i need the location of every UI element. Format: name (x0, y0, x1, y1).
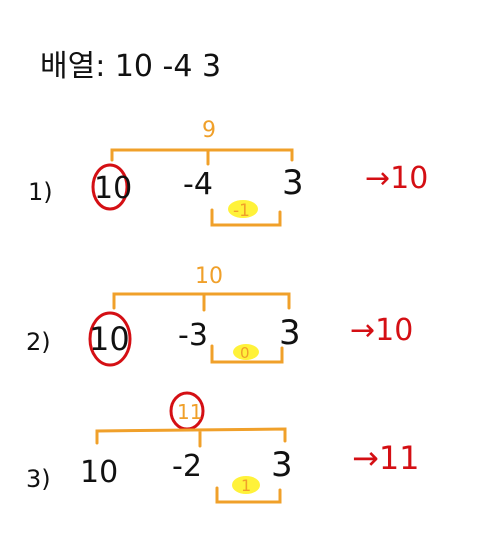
case-2-top-sum: 10 (195, 264, 223, 289)
case-1-value-2: -4 (183, 167, 213, 202)
case-3: 11 3) 10 -2 3 1 →11 (26, 391, 420, 504)
case-2: 10 2) 10 -3 3 0 →10 (26, 264, 413, 367)
case-2-value-3: 3 (279, 313, 301, 353)
case-2-value-2: -3 (178, 318, 208, 353)
case-3-bottom-sum: 1 (241, 476, 251, 495)
case-1-max-circle (91, 163, 129, 211)
case-1-label: 1) (28, 178, 53, 206)
case-2-bottom-highlight (233, 344, 259, 360)
case-3-bottom-highlight (232, 476, 260, 494)
case-1-result: →10 (365, 161, 428, 196)
case-3-bottom-bracket (215, 486, 282, 504)
case-2-max-circle (88, 311, 132, 367)
case-3-label: 3) (26, 465, 51, 493)
case-1-bottom-highlight (228, 200, 258, 218)
case-1: 9 1) 10 -4 3 -1 →10 (28, 118, 428, 227)
case-1-bottom-sum: -1 (233, 201, 250, 221)
case-3-value-3: 3 (271, 445, 293, 485)
case-3-result: →11 (352, 439, 420, 477)
case-3-top-bracket (95, 427, 287, 448)
case-2-bottom-sum: 0 (240, 344, 250, 362)
case-2-bottom-bracket (210, 344, 284, 364)
case-2-value-1: 10 (89, 320, 130, 358)
case-2-top-bracket (112, 292, 291, 312)
case-3-top-sum: 11 (177, 400, 202, 424)
case-1-top-sum: 9 (202, 118, 216, 143)
case-1-bottom-bracket (210, 208, 282, 227)
array-title: 배열: 10 -4 3 (40, 49, 221, 84)
case-1-top-bracket (110, 148, 294, 166)
case-1-value-1: 10 (94, 171, 132, 206)
case-1-value-3: 3 (282, 163, 304, 203)
case-3-value-1: 10 (80, 455, 118, 490)
case-2-result: →10 (350, 313, 413, 348)
case-3-value-2: -2 (172, 449, 202, 484)
case-2-label: 2) (26, 328, 51, 356)
